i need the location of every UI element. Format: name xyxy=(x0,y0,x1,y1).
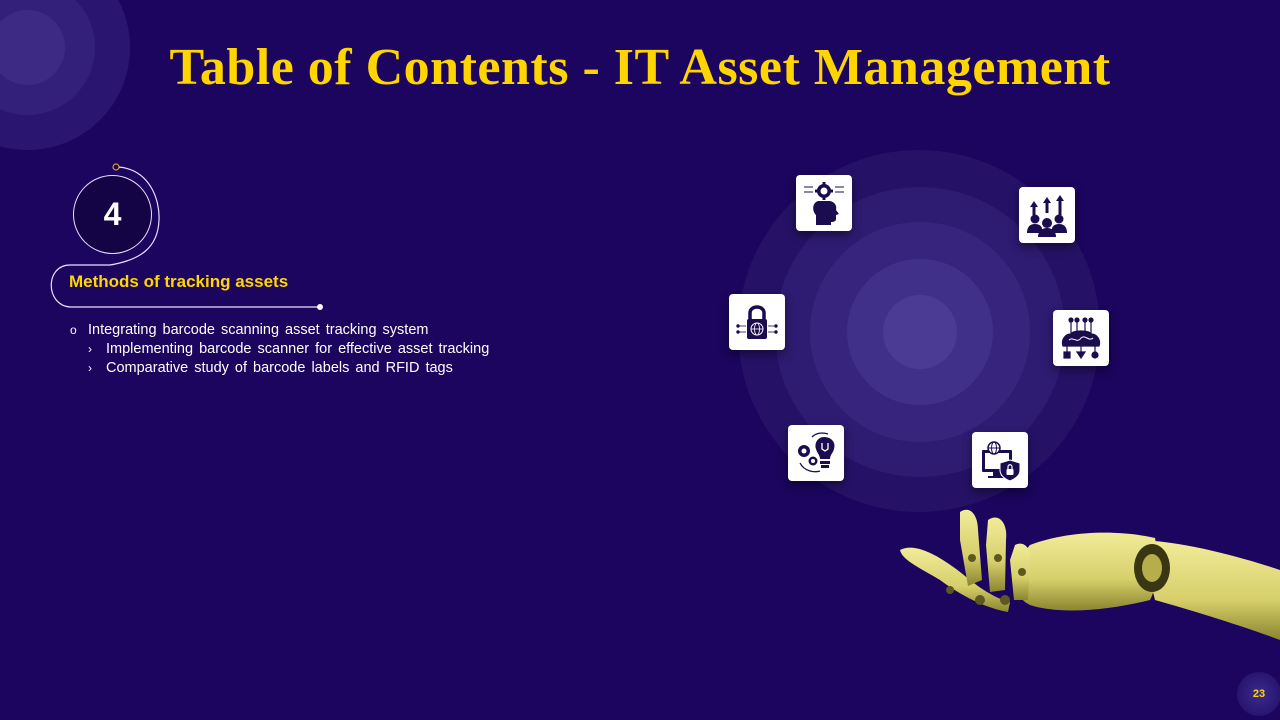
robot-hand-image xyxy=(900,509,1280,640)
connector-line xyxy=(50,163,323,310)
section-title: Methods of tracking assets xyxy=(69,272,289,291)
slide-title: Table of Contents - IT Asset Management xyxy=(169,39,1111,96)
bullet-list: o Integrating barcode scanning asset tra… xyxy=(70,321,489,378)
page-number: 23 xyxy=(1252,688,1266,700)
icon-tile xyxy=(729,294,785,350)
list-subitem: › Implementing barcode scanner for effec… xyxy=(70,340,489,359)
decor-circle xyxy=(0,10,65,85)
section-number: 4 xyxy=(103,196,122,232)
list-item: o Integrating barcode scanning asset tra… xyxy=(70,321,489,340)
icon-tile xyxy=(788,425,844,481)
team-growth-arrows-icon xyxy=(1027,195,1067,237)
page-number-badge: 23 xyxy=(1237,672,1280,716)
icon-tile xyxy=(796,175,852,231)
brain-network-icon xyxy=(1061,317,1101,360)
bullet-marker: › xyxy=(88,361,92,375)
section-number-badge: 4 xyxy=(73,175,152,254)
head-gear-bulb-icon xyxy=(804,182,844,225)
bullet-marker: o xyxy=(70,323,77,337)
monitor-globe-shield-icon xyxy=(982,441,1021,482)
list-subitem: › Comparative study of barcode labels an… xyxy=(70,359,489,378)
decor-circle xyxy=(883,295,957,369)
list-item-text: Implementing barcode scanner for effecti… xyxy=(106,341,490,357)
icon-tile xyxy=(972,432,1028,488)
list-item-text: Integrating barcode scanning asset track… xyxy=(88,322,429,338)
padlock-globe-icon xyxy=(736,305,778,339)
icon-tile xyxy=(1019,187,1075,243)
bullet-marker: › xyxy=(88,342,92,356)
icon-tile xyxy=(1053,310,1109,366)
gears-bulb-cycle-icon xyxy=(798,432,835,473)
list-item-text: Comparative study of barcode labels and … xyxy=(106,360,453,376)
